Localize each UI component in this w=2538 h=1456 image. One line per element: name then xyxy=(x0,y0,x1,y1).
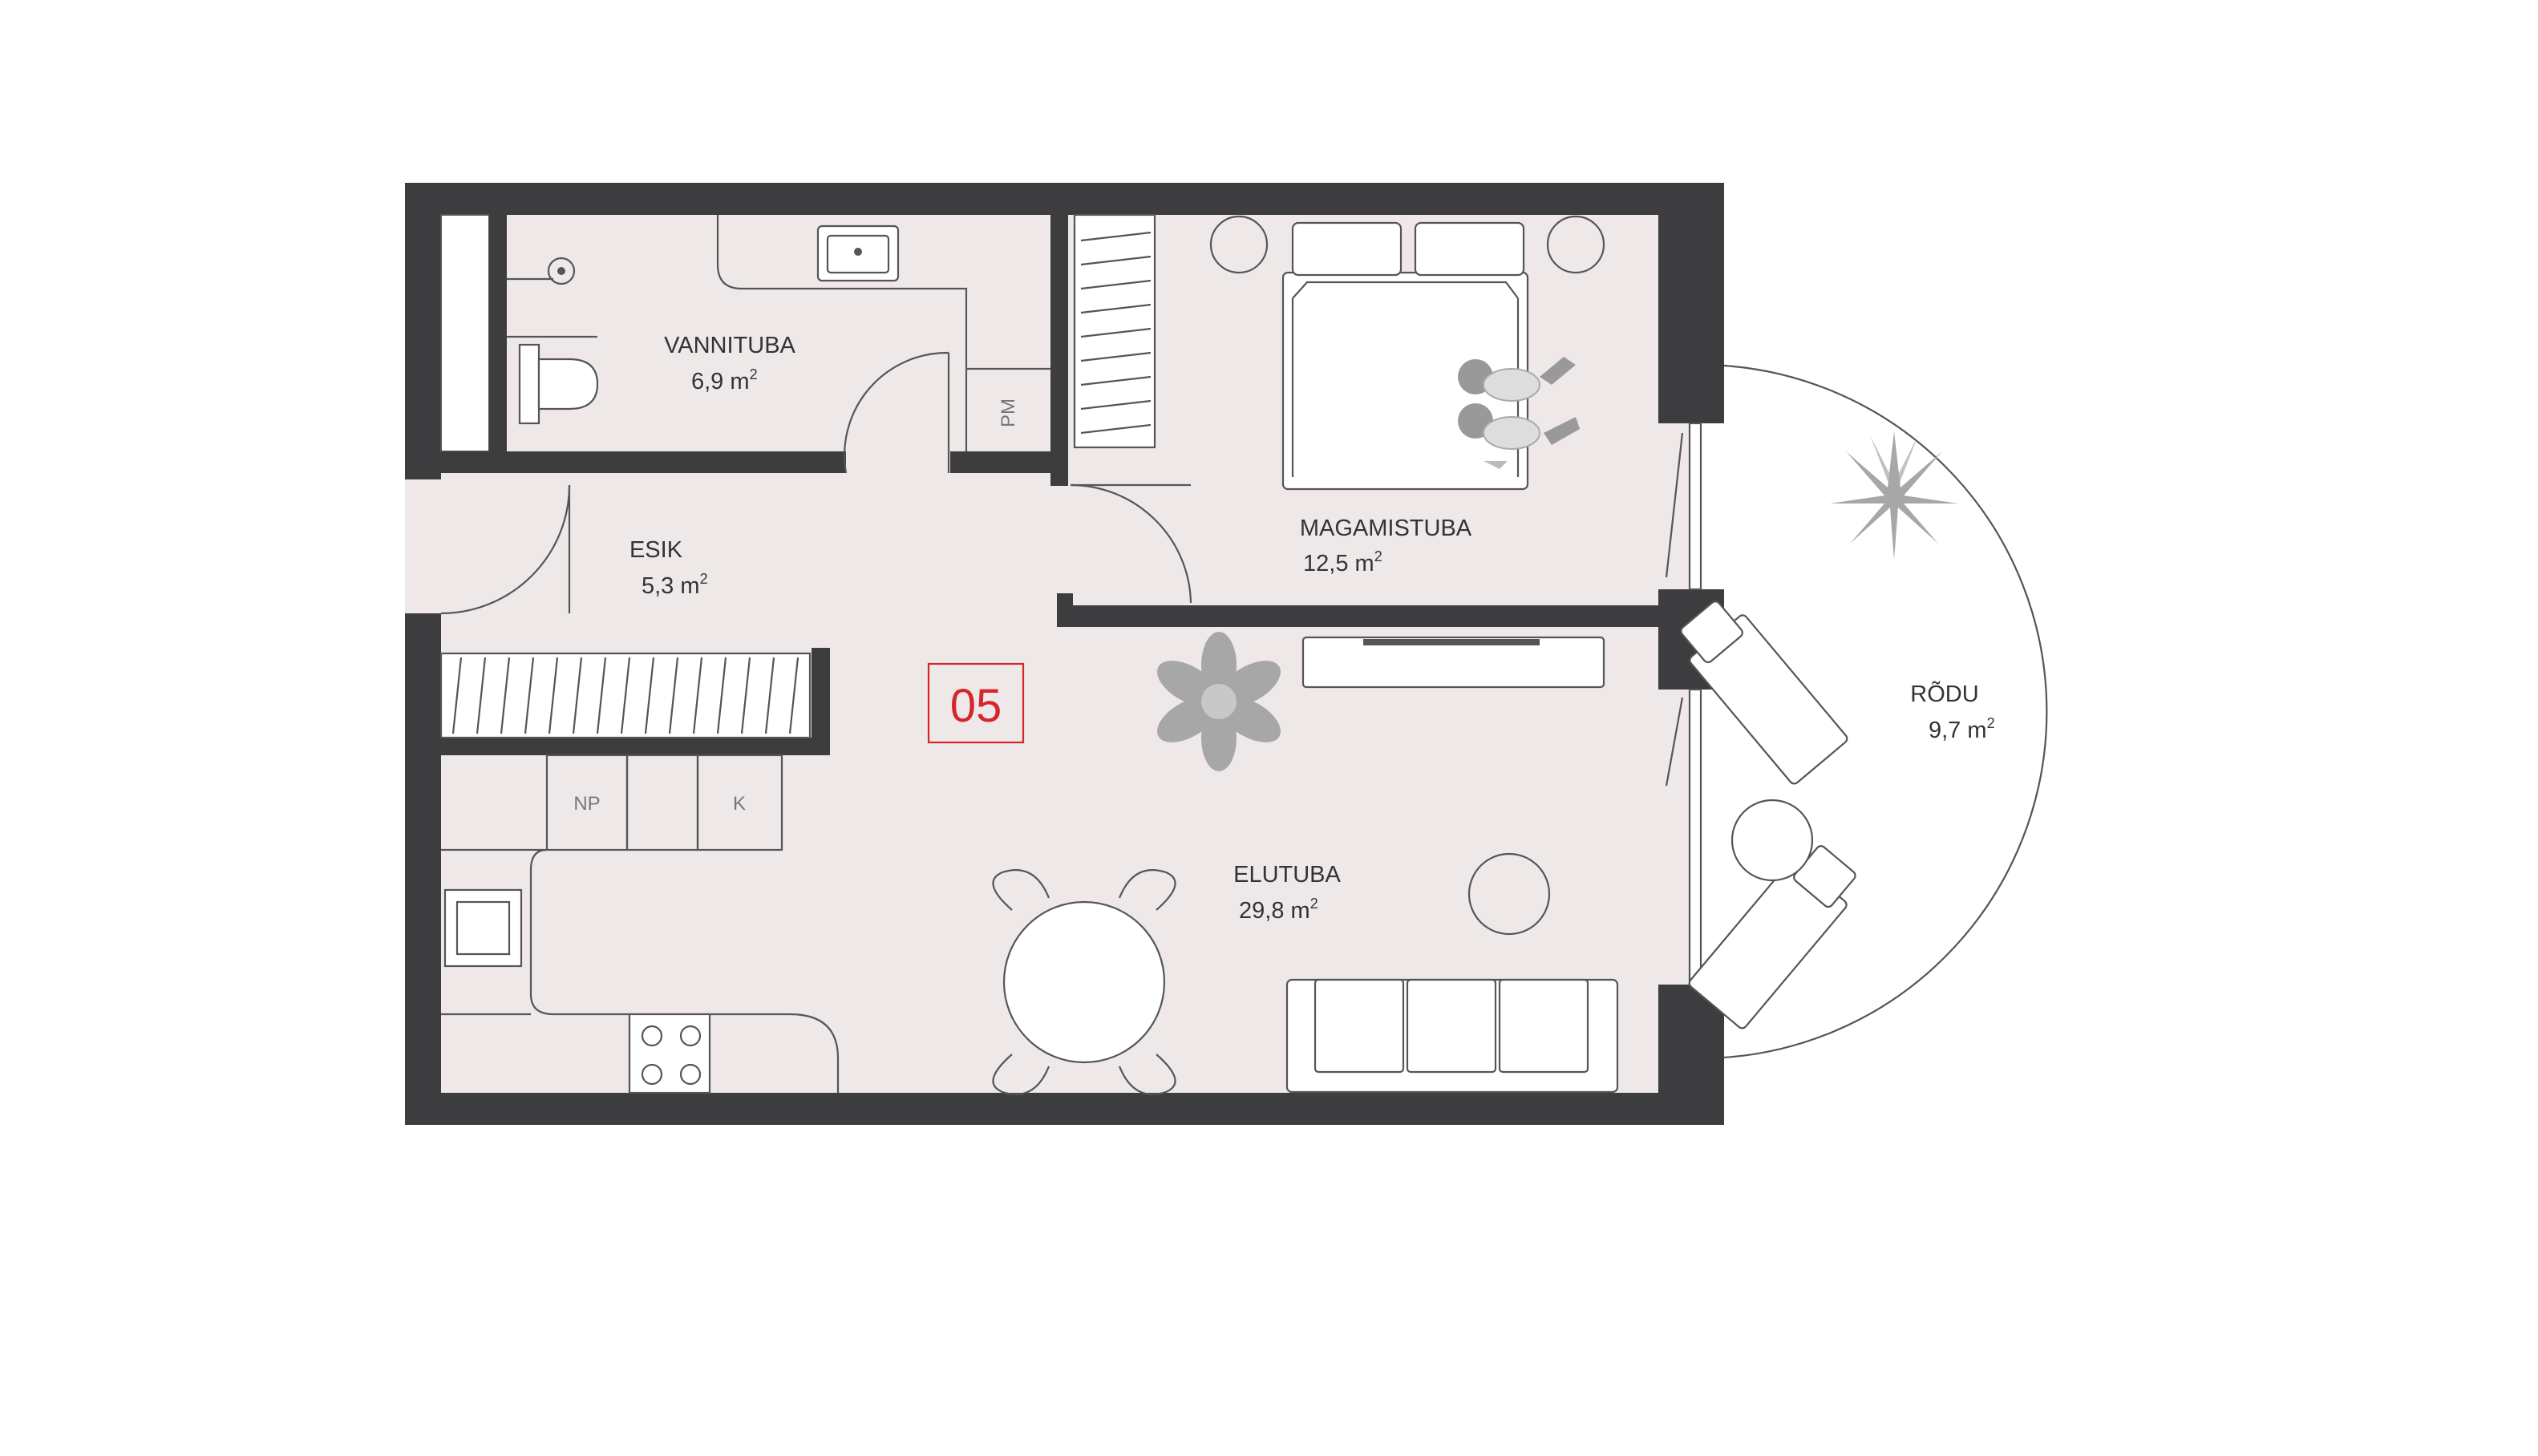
hob-icon xyxy=(628,1013,711,1094)
bathroom-window xyxy=(440,214,490,452)
bathroom-fixtures: PM xyxy=(507,215,1050,451)
room-name: MAGAMISTUBA xyxy=(1300,516,1472,541)
people-icon xyxy=(1458,357,1580,469)
kitchen: NP K xyxy=(441,754,840,1094)
shower-icon xyxy=(507,257,576,285)
doors xyxy=(440,351,1192,615)
toilet-icon xyxy=(518,343,599,425)
side-table xyxy=(1467,852,1551,936)
dining-table-icon xyxy=(992,869,1176,1095)
room-area: 29,8 m2 xyxy=(1239,896,1318,924)
room-area: 12,5 m2 xyxy=(1303,548,1382,576)
bedroom-furniture xyxy=(1209,215,1605,491)
dishwasher-label: NP xyxy=(573,793,600,815)
room-label-elutuba: ELUTUBA 29,8 m2 xyxy=(1233,862,1341,924)
room-label-vannituba: VANNITUBA 6,9 m2 xyxy=(664,333,795,394)
unit-number-badge: 05 xyxy=(927,662,1025,744)
room-area: 5,3 m2 xyxy=(642,571,708,599)
sofa-icon xyxy=(1285,978,1619,1094)
room-name: ELUTUBA xyxy=(1233,862,1341,888)
room-label-rodu: RÕDU 9,7 m2 xyxy=(1910,680,1994,743)
room-name: VANNITUBA xyxy=(664,333,795,358)
sink-icon xyxy=(816,224,900,282)
deck-chair-icon xyxy=(1680,601,1848,785)
interior-walls xyxy=(441,215,1674,755)
room-area: 9,7 m2 xyxy=(1929,715,1995,743)
balcony-windows xyxy=(1665,422,1702,986)
room-name: RÕDU xyxy=(1910,680,1978,707)
room-name: ESIK xyxy=(629,537,683,563)
hallway-wardrobe-icon xyxy=(439,652,812,739)
balcony-plant-icon xyxy=(1830,431,1958,560)
deck-chair-icon xyxy=(1688,845,1856,1029)
fridge-label: K xyxy=(733,793,746,815)
balcony-table xyxy=(1730,799,1814,882)
room-label-magamistuba: MAGAMISTUBA 12,5 m2 xyxy=(1300,516,1472,576)
bedroom-wardrobe-icon xyxy=(1073,213,1156,449)
room-area: 6,9 m2 xyxy=(691,366,758,394)
plant-icon xyxy=(1157,632,1281,771)
room-label-esik: ESIK 5,3 m2 xyxy=(629,537,708,599)
nightstand-right xyxy=(1546,215,1605,274)
nightstand-left xyxy=(1209,215,1269,274)
unit-number: 05 xyxy=(950,680,1002,732)
tv-icon xyxy=(1301,636,1605,689)
microwave-icon xyxy=(443,888,523,968)
washing-machine-label: PM xyxy=(998,398,1019,427)
